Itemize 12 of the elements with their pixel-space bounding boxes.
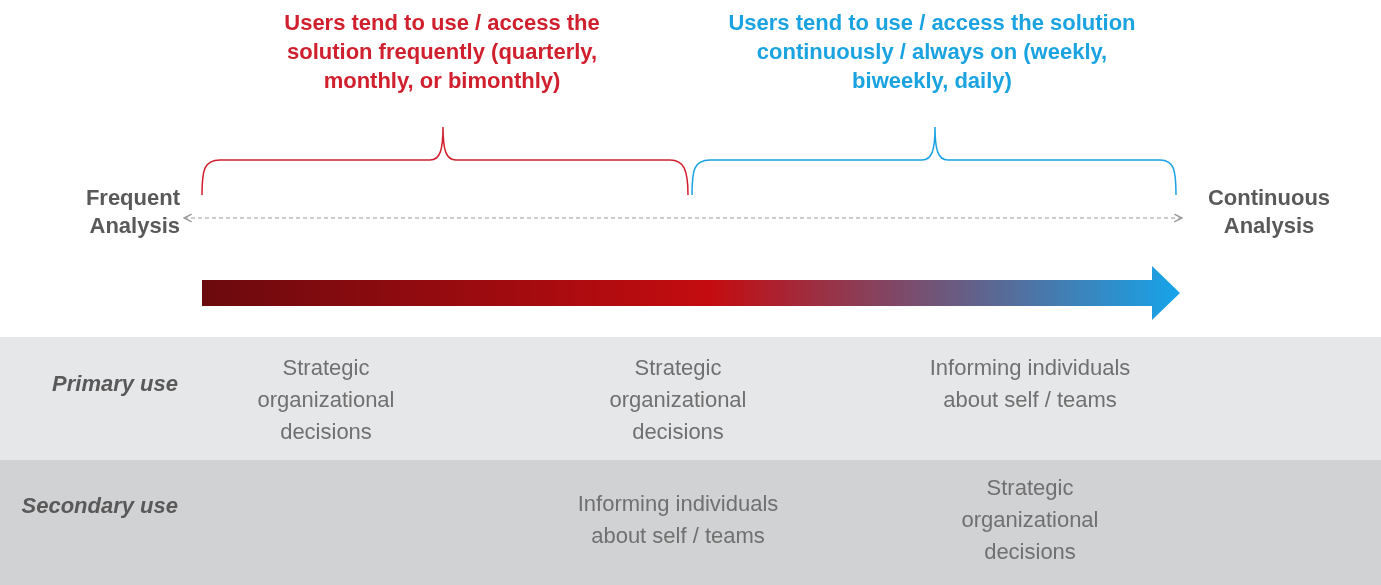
- table-cell-text: Strategic organizational decisions: [960, 474, 1100, 566]
- row-header: Primary use: [51, 370, 178, 398]
- row-header: Secondary use: [20, 492, 178, 520]
- table-cell-text: Strategic organizational decisions: [256, 354, 396, 446]
- table-cell-text: Informing individuals about self / teams: [928, 354, 1132, 414]
- double-arrow: [183, 213, 1183, 223]
- heading-text: Users tend to use / access the solution frequently (quarterly, monthly, or bimonthly): [283, 9, 601, 95]
- heading-text: Users tend to use / access the solution continuously / always on (weekly, biweekly, daily): [727, 9, 1137, 95]
- table-cell-text: Informing individuals about self / teams: [576, 490, 780, 550]
- axis-end-label: Continuous Analysis: [1188, 184, 1350, 240]
- table-cell-text: Strategic organizational decisions: [608, 354, 748, 446]
- axis-end-label: Frequent Analysis: [20, 184, 180, 240]
